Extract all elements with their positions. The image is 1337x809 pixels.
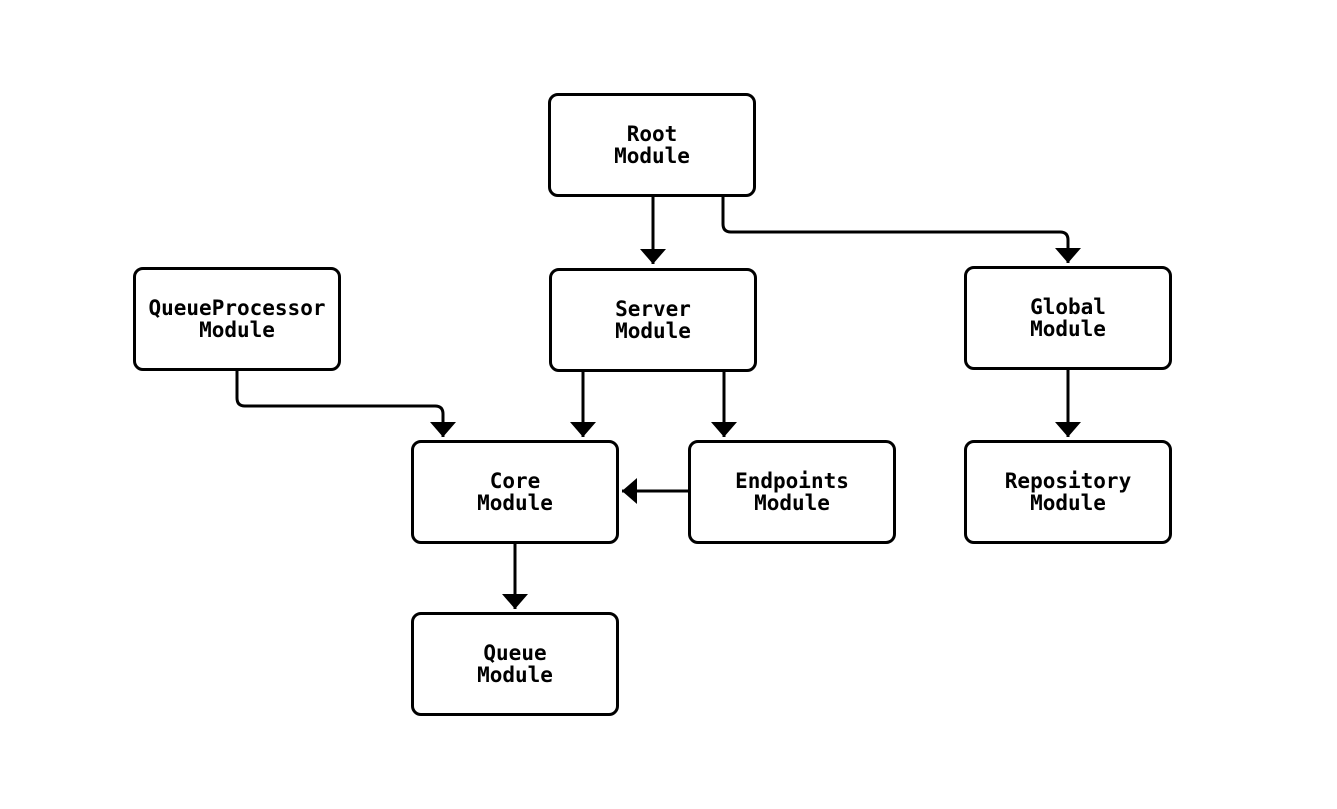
node-label-line: Queue	[483, 641, 547, 665]
node-label-line: Module	[614, 144, 690, 168]
node-queueprocessor-module: QueueProcessor Module	[133, 267, 341, 371]
node-label-line: Core	[489, 469, 541, 493]
edge-root-to-global	[721, 197, 1081, 263]
node-core-module: Core Module	[411, 440, 619, 544]
node-label-line: Module	[477, 663, 553, 687]
edge-queueprocessor-to-core	[235, 371, 456, 437]
node-label-line: Server	[615, 297, 691, 321]
node-global-module: Global Module	[964, 266, 1172, 370]
node-server-module: Server Module	[549, 268, 757, 372]
node-label-line: Root	[626, 122, 678, 146]
node-label-line: Global	[1030, 295, 1106, 319]
node-label-line: Module	[199, 318, 275, 342]
node-endpoints-module: Endpoints Module	[688, 440, 896, 544]
node-root-module: Root Module	[548, 93, 756, 197]
node-repository-module: Repository Module	[964, 440, 1172, 544]
node-queue-module: Queue Module	[411, 612, 619, 716]
node-label-line: Module	[615, 319, 691, 343]
node-label-line: Module	[1030, 491, 1106, 515]
node-label-line: Module	[1030, 317, 1106, 341]
node-label-line: Repository	[1004, 469, 1132, 493]
node-label-line: Module	[754, 491, 830, 515]
node-label-line: Module	[477, 491, 553, 515]
node-label-line: QueueProcessor	[148, 296, 326, 320]
node-label-line: Endpoints	[735, 469, 849, 493]
